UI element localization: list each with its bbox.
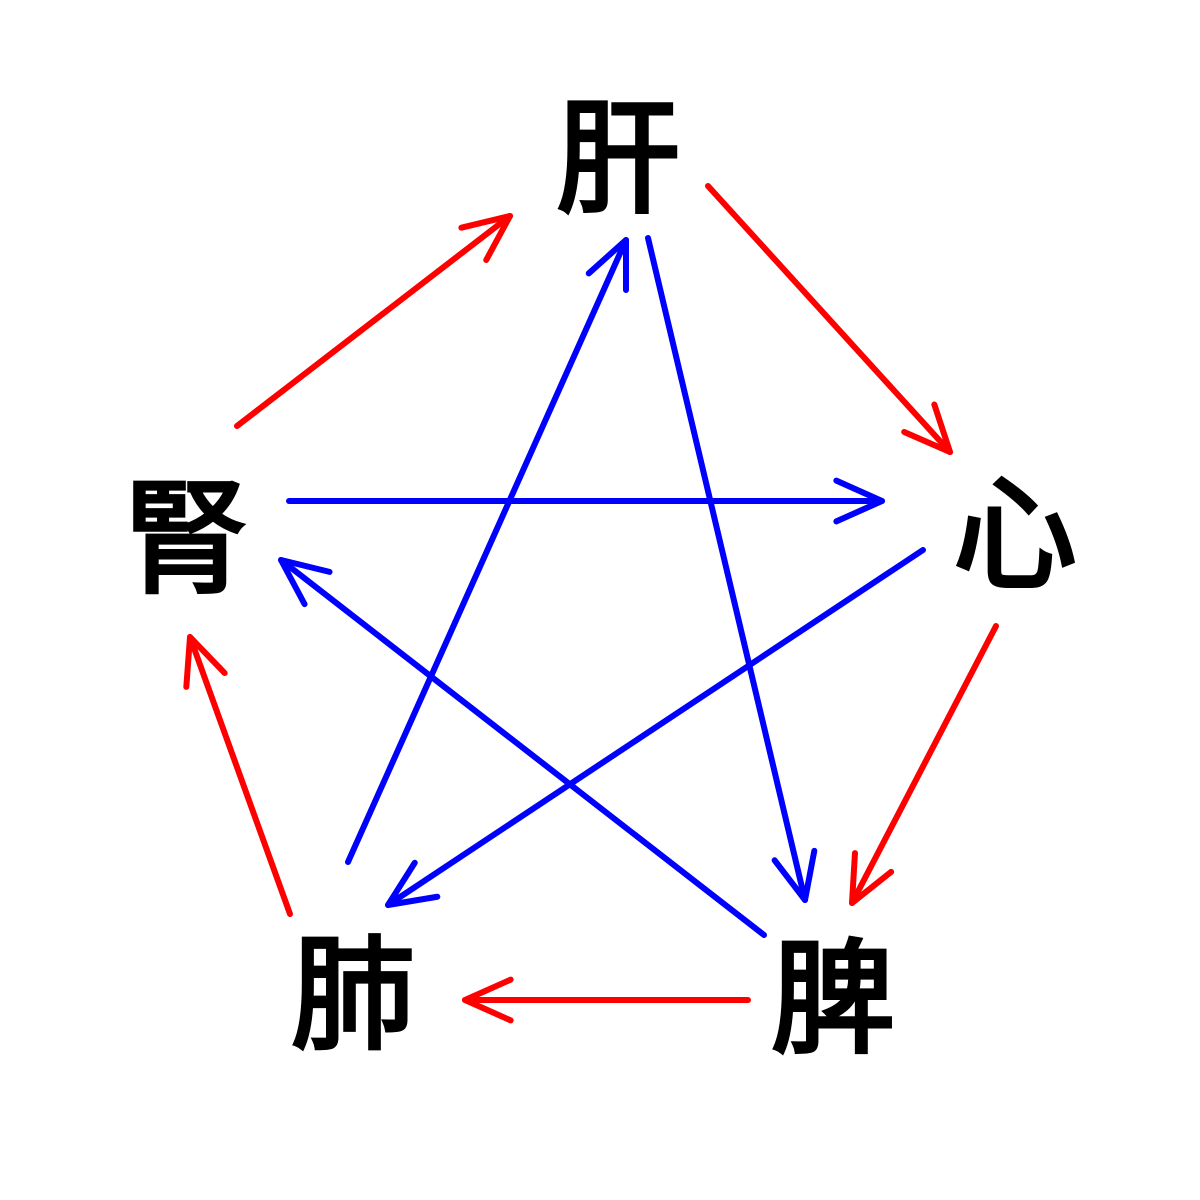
- controlling-arrow-heart-to-lung: [385, 547, 926, 908]
- generating-arrow-liver-to-heart: [705, 183, 953, 455]
- arrow-shaft: [645, 235, 808, 903]
- arrowhead: [849, 850, 895, 906]
- arrowhead: [585, 237, 629, 293]
- arrowhead: [458, 213, 513, 263]
- arrowhead: [833, 477, 885, 525]
- controlling-arrow-lung-to-liver: [345, 237, 629, 865]
- arrow-shaft: [849, 623, 999, 906]
- arrowhead: [771, 847, 818, 903]
- node-heart: 心: [953, 464, 1077, 608]
- arrowhead: [901, 401, 953, 455]
- controlling-arrow-kidney-to-heart: [286, 477, 885, 525]
- arrowhead: [385, 859, 441, 908]
- arrow-shaft: [345, 237, 629, 865]
- arrowhead: [183, 634, 228, 690]
- arrow-shaft: [385, 547, 926, 908]
- generating-arrow-lung-to-kidney: [183, 634, 293, 917]
- arrowhead: [278, 557, 333, 608]
- node-liver: 肝: [556, 88, 680, 232]
- node-spleen: 脾: [771, 928, 895, 1072]
- node-kidney: 腎: [124, 468, 248, 612]
- generating-arrow-kidney-to-liver: [234, 213, 513, 429]
- generating-arrow-heart-to-spleen: [849, 623, 999, 906]
- generating-arrow-spleen-to-lung: [462, 976, 751, 1024]
- arrow-shaft: [234, 213, 513, 429]
- node-lung: 肺: [291, 924, 415, 1068]
- arrow-shaft: [278, 557, 767, 938]
- arrow-shaft: [187, 634, 293, 917]
- controlling-arrow-spleen-to-kidney: [278, 557, 767, 938]
- arrows-layer: [183, 183, 999, 1024]
- controlling-arrow-liver-to-spleen: [645, 235, 818, 903]
- arrow-shaft: [705, 183, 953, 455]
- arrowhead: [462, 976, 514, 1024]
